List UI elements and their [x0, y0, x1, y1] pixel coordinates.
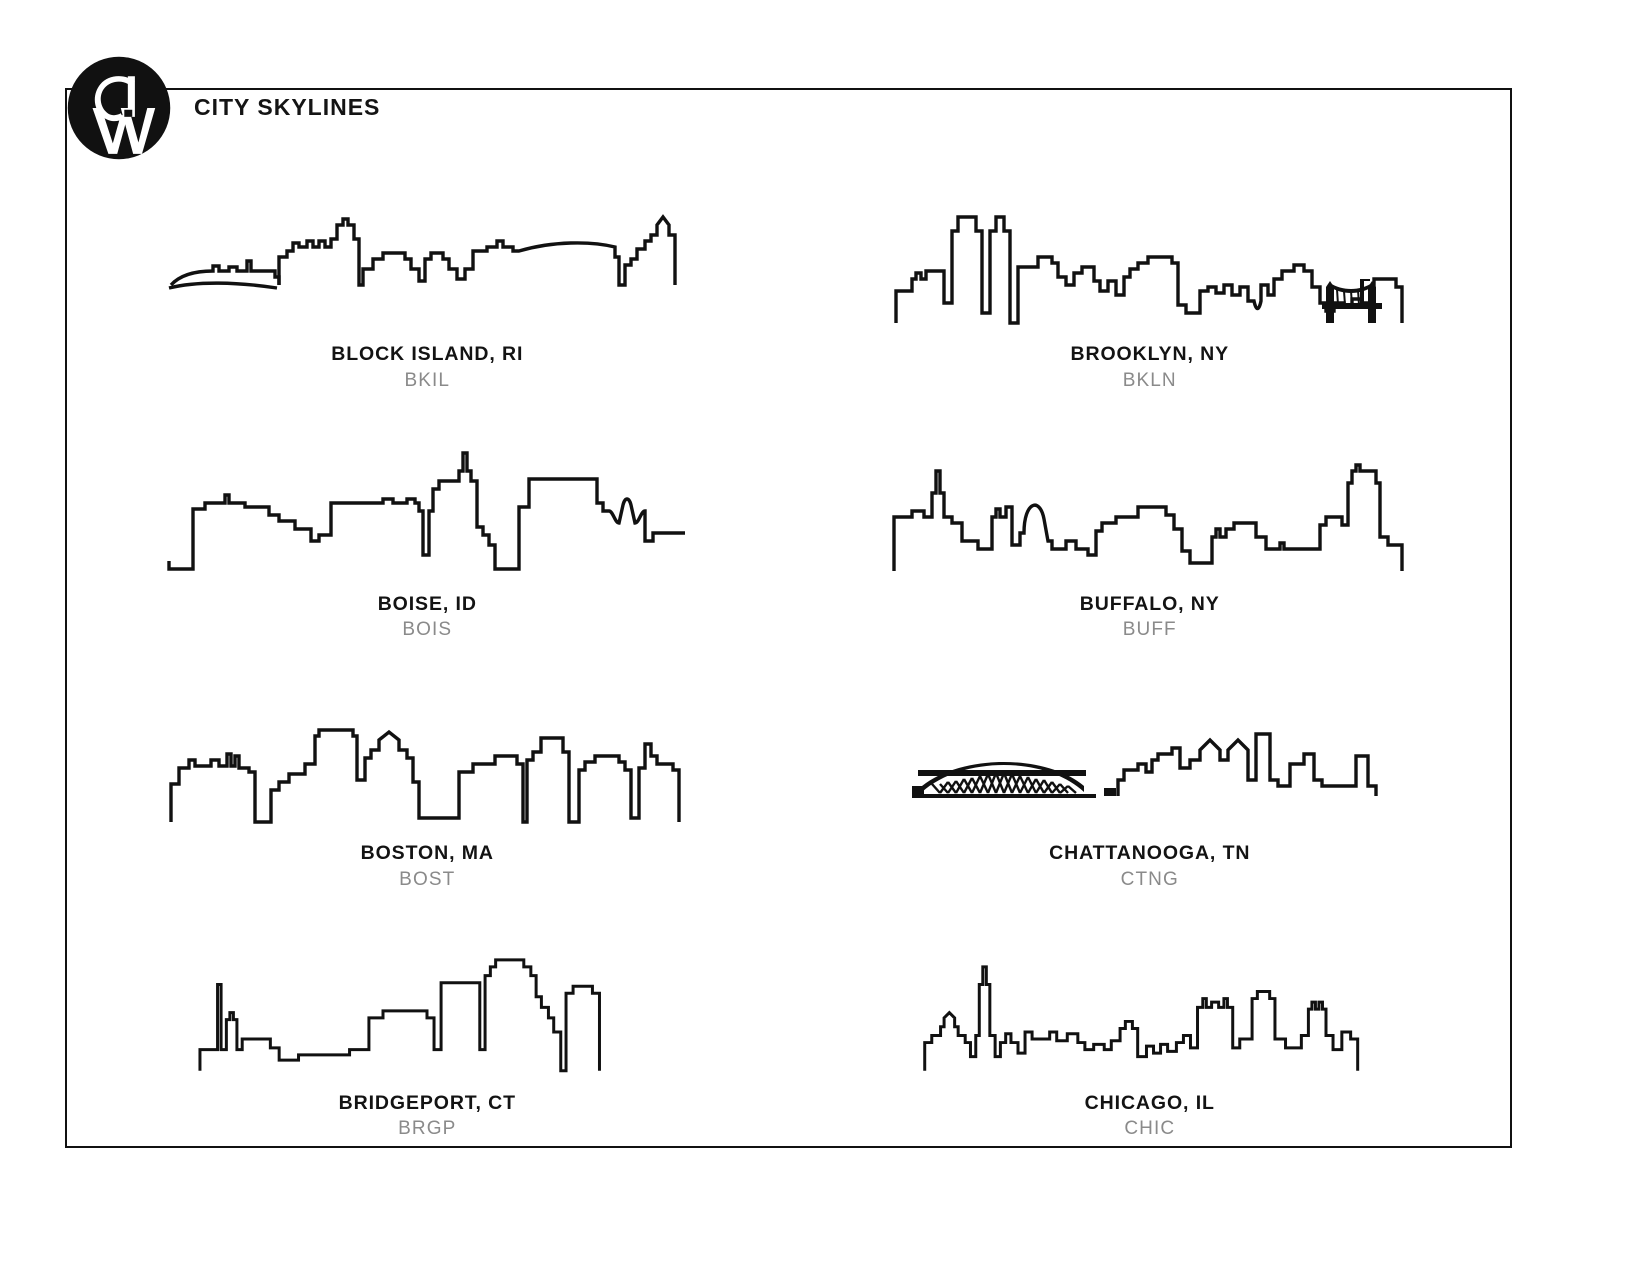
city-code-label: CHIC — [1124, 1118, 1176, 1140]
city-code-label: BOIS — [402, 619, 453, 641]
chicago-skyline — [890, 944, 1410, 1076]
cw-monogram-logo — [67, 56, 171, 160]
block-island-skyline — [167, 195, 687, 327]
city-card-boise[interactable]: BOISE, ID BOIS — [66, 400, 789, 650]
sheet-border — [65, 88, 1512, 1148]
city-card-buffalo[interactable]: BUFFALO, NY BUFF — [789, 400, 1512, 650]
city-name-label: CHICAGO, IL — [1084, 1091, 1215, 1114]
city-card-chattanooga[interactable]: CHATTANOOGA, TN CTNG — [789, 649, 1512, 899]
brooklyn-bridge-icon — [1321, 279, 1382, 324]
walnut-street-bridge-icon — [891, 762, 1116, 799]
city-card-boston[interactable]: BOSTON, MA BOST — [66, 649, 789, 899]
city-card-bridgeport[interactable]: BRIDGEPORT, CT BRGP — [66, 899, 789, 1149]
city-name-label: BRIDGEPORT, CT — [338, 1091, 516, 1114]
brooklyn-skyline — [890, 195, 1410, 327]
buffalo-skyline — [890, 445, 1410, 577]
boston-skyline — [167, 694, 687, 826]
city-name-label: BOSTON, MA — [360, 842, 494, 865]
city-name-label: BROOKLYN, NY — [1070, 343, 1230, 366]
city-name-label: BOISE, ID — [377, 592, 477, 615]
city-code-label: BKIL — [404, 369, 451, 391]
city-name-label: CHATTANOOGA, TN — [1049, 842, 1251, 865]
chattanooga-skyline — [890, 694, 1410, 826]
city-code-label: BKLN — [1122, 369, 1177, 391]
city-code-label: BUFF — [1122, 619, 1177, 641]
city-card-block-island[interactable]: BLOCK ISLAND, RI BKIL — [66, 150, 789, 400]
city-code-label: BRGP — [398, 1118, 457, 1140]
boise-skyline — [167, 445, 687, 577]
city-name-label: BUFFALO, NY — [1079, 592, 1220, 615]
city-card-brooklyn[interactable]: BROOKLYN, NY BKLN — [789, 150, 1512, 400]
city-code-label: CTNG — [1120, 868, 1179, 890]
city-code-label: BOST — [399, 868, 456, 890]
page-title: CITY SKYLINES — [194, 93, 381, 120]
bridgeport-skyline — [167, 944, 687, 1076]
city-name-label: BLOCK ISLAND, RI — [331, 343, 524, 366]
city-card-chicago[interactable]: CHICAGO, IL CHIC — [789, 899, 1512, 1149]
skyline-grid: BLOCK ISLAND, RI BKIL — [66, 150, 1511, 1148]
brand-header: CITY SKYLINES — [66, 55, 380, 161]
